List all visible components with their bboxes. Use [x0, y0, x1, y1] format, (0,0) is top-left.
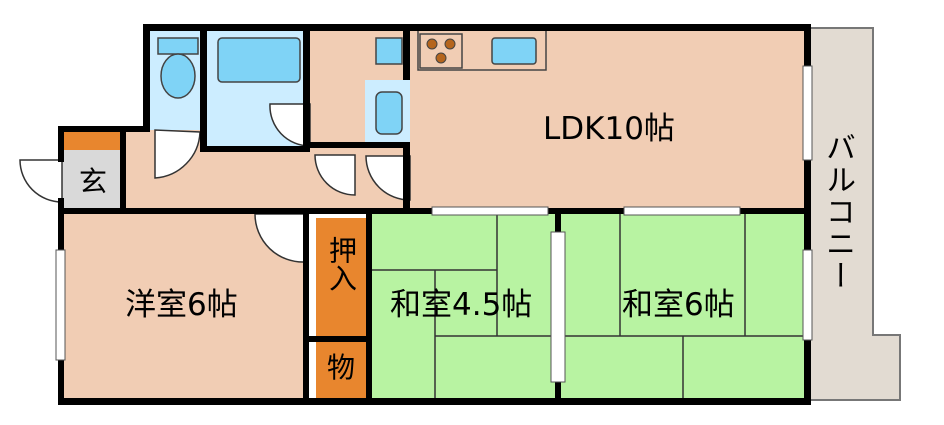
western-room-label: 洋室6帖: [125, 287, 238, 323]
closet-label: 押入: [325, 236, 358, 292]
shelf-fixture: [375, 37, 403, 65]
door-swings: [19, 103, 411, 263]
ldk-label: LDK10帖: [543, 111, 675, 147]
entrance-floor: [62, 150, 125, 212]
toilet-fixture: [157, 37, 199, 99]
closet-floor: [316, 218, 368, 336]
balcony-label: バルコニー: [820, 132, 855, 292]
ldk-floor: [410, 28, 806, 212]
stove-fixture: [419, 33, 463, 69]
tatami-lines: [372, 212, 806, 400]
shoe-cabinet: [62, 130, 125, 150]
entrance-label: 玄: [79, 165, 108, 198]
japanese-room-a-label: 和室4.5帖: [390, 287, 533, 323]
japanese-room-b-label: 和室6帖: [622, 287, 735, 323]
windows: [55, 65, 813, 383]
washbasin-fixture: [375, 91, 403, 135]
storage-label: 物: [327, 351, 356, 384]
tatami-room-a: [372, 212, 555, 400]
bathtub-fixture: [217, 37, 301, 83]
sink-fixture: [491, 37, 537, 65]
storage-floor: [316, 342, 368, 400]
